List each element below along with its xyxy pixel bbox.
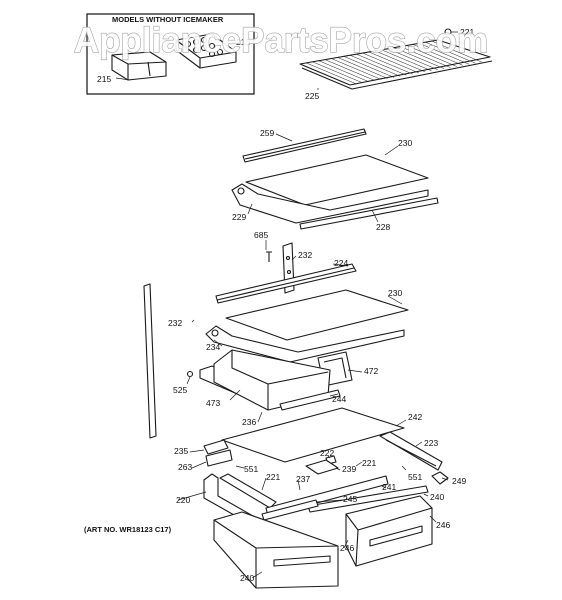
label-245: 245 [343, 494, 357, 504]
wire-shelf-rod [375, 50, 426, 73]
wire-shelf-rod [400, 46, 451, 68]
inset-title: MODELS WITHOUT ICEMAKER [112, 15, 224, 24]
label-234: 234 [206, 342, 220, 352]
part-242-glass-lower [221, 407, 405, 463]
part-number-labels: 215 213 225 221 259 230 229 228 685 232 … [97, 27, 474, 583]
part-239-clip [305, 459, 339, 475]
label-223: 223 [424, 438, 438, 448]
label-259: 259 [260, 128, 274, 138]
label-221-low: 221 [266, 472, 280, 482]
part-224-trim [215, 263, 357, 304]
label-472: 472 [364, 366, 378, 376]
label-229: 229 [232, 212, 246, 222]
wire-shelf-rod [331, 58, 382, 80]
part-249-latch [431, 471, 449, 485]
label-263: 263 [178, 462, 192, 472]
label-242: 242 [408, 412, 422, 422]
watermark-text: AppliancePartsPros.com [74, 21, 488, 60]
label-228: 228 [376, 222, 390, 232]
label-224: 224 [334, 258, 348, 268]
label-551-right: 551 [408, 472, 422, 482]
label-551-left: 551 [244, 464, 258, 474]
wire-shelf-rod [312, 61, 363, 84]
label-246-mid: 246 [340, 543, 354, 553]
part-228-rail [299, 197, 439, 230]
part-230-glass-top [245, 154, 429, 206]
part-225-wire-shelf [299, 28, 493, 90]
wire-shelf-rod [381, 49, 432, 72]
part-525-screw [186, 370, 194, 378]
label-230-mid: 230 [388, 288, 402, 298]
label-237: 237 [296, 474, 310, 484]
label-239: 239 [342, 464, 356, 474]
label-221-mid: 221 [362, 458, 376, 468]
part-220-side-rail [203, 473, 261, 525]
wire-shelf-rod [362, 52, 413, 75]
part-234-frame [205, 325, 405, 363]
part-241-rail [307, 485, 429, 513]
part-259-trim [242, 128, 367, 163]
part-215-bin [111, 51, 167, 81]
label-220: 220 [176, 495, 190, 505]
wire-shelf-rod [306, 62, 357, 85]
wire-shelf-rod [343, 56, 395, 78]
label-232-mid: 232 [298, 250, 312, 260]
wire-shelf-rod [337, 57, 388, 79]
label-230-top: 230 [398, 138, 412, 148]
part-223-support [379, 431, 443, 471]
wire-shelf-rod [419, 43, 470, 65]
wire-shelf-rod [431, 40, 482, 63]
part-232-support-left [143, 283, 157, 439]
label-685: 685 [254, 230, 268, 240]
part-240-drawer-right [345, 495, 433, 567]
wire-shelf-rod [412, 44, 464, 66]
label-241: 241 [382, 482, 396, 492]
label-222: 222 [320, 448, 334, 458]
label-232-left: 232 [168, 318, 182, 328]
part-263-bracket [205, 449, 233, 467]
label-249: 249 [452, 476, 466, 486]
wire-shelf-rod [350, 55, 401, 77]
part-235-bracket [203, 439, 229, 455]
part-213-ice-tray [175, 33, 237, 69]
wire-shelf-rod [318, 60, 369, 82]
label-246-right: 246 [436, 520, 450, 530]
part-245-rail [261, 499, 319, 521]
wire-shelf-rod [387, 48, 438, 70]
part-229-frame [231, 183, 429, 224]
label-236: 236 [242, 417, 256, 427]
label-225: 225 [305, 91, 319, 101]
wire-shelf-rod [356, 53, 407, 76]
label-473: 473 [206, 398, 220, 408]
part-221-rail-left [219, 473, 277, 509]
label-213: 213 [236, 37, 250, 47]
part-685-screw [266, 251, 272, 262]
label-240-bottom: 240 [240, 573, 254, 583]
part-230-glass-mid [225, 289, 409, 341]
wire-shelf-rod [425, 41, 476, 64]
wire-shelf-rod [406, 45, 457, 67]
wire-shelf-rod [368, 51, 420, 74]
inset-models-without-icemaker: MODELS WITHOUT ICEMAKER [86, 13, 255, 95]
label-244: 244 [332, 394, 346, 404]
label-221-top: 221 [460, 27, 474, 37]
label-235: 235 [174, 446, 188, 456]
wire-shelf-rod [393, 47, 445, 69]
leader-lines [115, 31, 458, 579]
label-215: 215 [97, 74, 111, 84]
label-525: 525 [173, 385, 187, 395]
wire-shelf-rod [324, 59, 376, 81]
part-244-rail [279, 389, 341, 411]
art-number: (ART NO. WR18123 C17) [84, 525, 172, 534]
label-240-right: 240 [430, 492, 444, 502]
part-240-drawer-left [213, 511, 339, 589]
